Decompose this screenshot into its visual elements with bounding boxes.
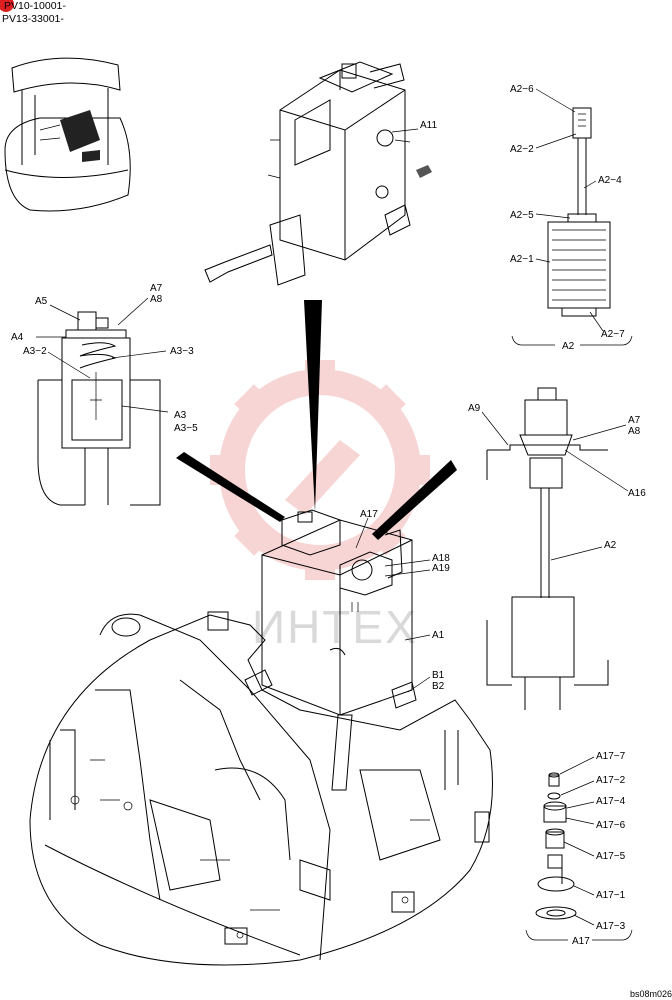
- figure-code: bs08m026: [630, 989, 672, 999]
- callout-a2-5: A2−5: [510, 210, 534, 221]
- callout-a17-5: A17−5: [596, 851, 626, 862]
- a17-group-bracket: [525, 929, 633, 941]
- callout-a2-7: A2−7: [601, 329, 625, 340]
- callout-a2-group: A2: [562, 341, 575, 352]
- callout-a2-4: A2−4: [598, 175, 622, 186]
- a1-leaders: [355, 517, 431, 693]
- serial-2: PV13-33001-: [2, 13, 64, 25]
- callout-a11: A11: [420, 120, 437, 131]
- callout-a17-2: A17−2: [596, 775, 626, 786]
- pointer-wedge-top: [304, 300, 322, 512]
- callout-a8-left: A8: [150, 294, 163, 305]
- machine-overview-thumbnail: [4, 57, 131, 212]
- callout-a4: A4: [11, 332, 24, 343]
- callout-a19: A19: [432, 563, 450, 574]
- callout-a2-1: A2−1: [510, 254, 534, 265]
- hydraulic-tank-a1: [244, 509, 417, 791]
- callout-a2-right: A2: [604, 540, 617, 551]
- pointer-wedge-left: [176, 452, 285, 522]
- upper-frame: [29, 611, 493, 966]
- callout-a18: A18: [432, 553, 450, 564]
- callout-a3-3: A3−3: [170, 346, 194, 357]
- pointer-wedge-right: [372, 460, 457, 540]
- callout-a7-left: A7: [150, 283, 163, 294]
- watermark-gear-logo: [210, 360, 430, 580]
- callout-a8-right: A8: [628, 426, 641, 437]
- callout-a17-7: A17−7: [596, 751, 626, 762]
- callout-a2-2: A2−2: [510, 144, 534, 155]
- callout-a5: A5: [35, 296, 48, 307]
- a17-exploded-view: [535, 772, 577, 920]
- callout-a3-5: A3−5: [174, 423, 198, 434]
- a16-leaders: [481, 411, 629, 561]
- callout-a17-4: A17−4: [596, 796, 626, 807]
- a2-leaders: [535, 88, 604, 332]
- callout-a17-1: A17−1: [596, 890, 626, 901]
- callout-a7-right: A7: [628, 415, 641, 426]
- callout-a17-3: A17−3: [596, 921, 626, 932]
- callout-a9: A9: [468, 403, 481, 414]
- callout-b2: B2: [432, 681, 445, 692]
- callout-a17: A17: [360, 509, 378, 520]
- a3-section-view: [37, 311, 161, 506]
- callout-a16: A16: [628, 488, 646, 499]
- callout-a3-2: A3−2: [23, 346, 47, 357]
- watermark-text: ИНТЕХ: [252, 601, 418, 653]
- a3-leaders: [36, 297, 169, 413]
- callout-a17-group: A17: [572, 936, 590, 947]
- callout-a2-6: A2−6: [510, 84, 534, 95]
- callout-b1: B1: [432, 670, 445, 681]
- red-badge-icon: [0, 0, 14, 12]
- a17-leaders: [559, 756, 595, 926]
- a16-section-view: [486, 387, 609, 710]
- serial-1: PV10-10001-: [4, 0, 66, 12]
- a2-sensor-assembly: [547, 107, 611, 317]
- callout-a3: A3: [174, 410, 187, 421]
- tank-upper-view: [204, 61, 432, 286]
- callout-a1: A1: [432, 630, 445, 641]
- callout-a17-6: A17−6: [596, 820, 626, 831]
- a2-group-bracket: [511, 335, 633, 346]
